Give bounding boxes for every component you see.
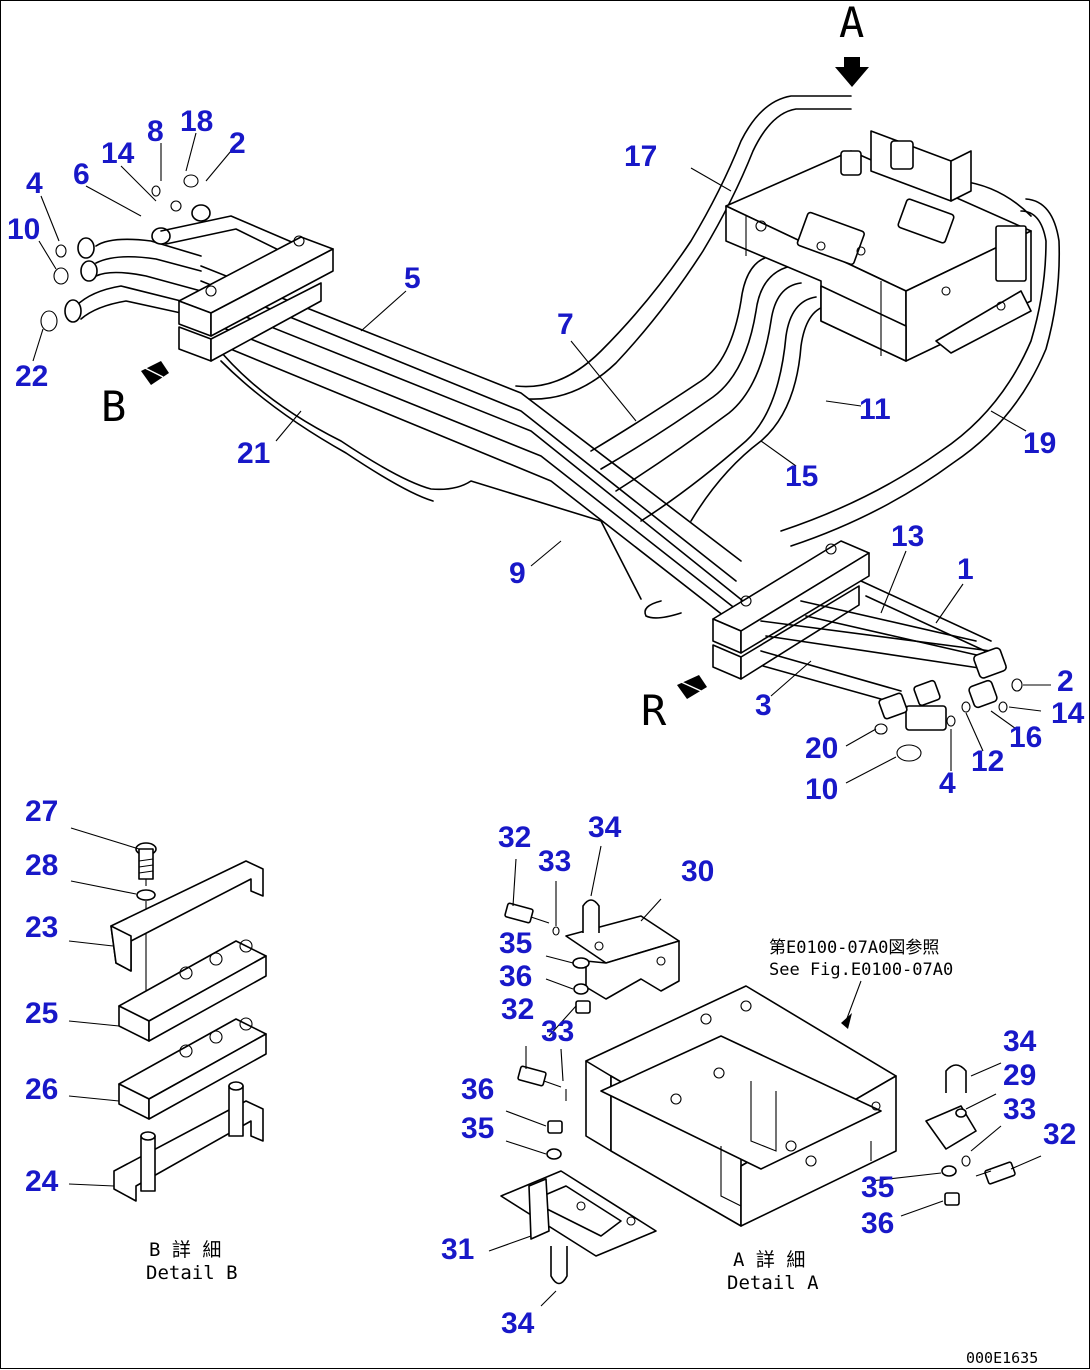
callout-4: 4 [26,167,43,200]
callout-10: 10 [7,213,40,246]
callout-33-top: 33 [538,845,571,878]
callout-leaders [32,132,1051,1307]
view-label-b: B [101,382,126,431]
callout-14-right: 14 [1051,697,1085,730]
control-valve-assembly [725,130,1032,362]
callout-32-right: 32 [1043,1118,1076,1151]
callout-22: 22 [15,360,48,393]
callout-9: 9 [509,557,526,590]
right-clamp-block [712,540,870,680]
callout-6: 6 [73,158,90,191]
callout-35-top: 35 [499,927,532,960]
callout-15: 15 [785,460,818,493]
callout-5: 5 [404,262,421,295]
callout-18: 18 [180,105,213,138]
callout-34-right: 34 [1003,1025,1037,1058]
callout-27: 27 [25,795,58,828]
callout-36-mid: 36 [461,1073,494,1106]
callout-2-right: 2 [1057,665,1074,698]
callout-13: 13 [891,520,924,553]
callout-28: 28 [25,849,58,882]
view-label-a: A [839,1,864,47]
callout-1: 1 [957,553,974,586]
callout-10-right: 10 [805,773,838,806]
callout-26: 26 [25,1073,58,1106]
callout-2: 2 [229,127,246,160]
callout-36-right: 36 [861,1207,894,1240]
callout-35-right: 35 [861,1171,894,1204]
ref-note-en: See Fig.E0100-07A0 [769,960,953,980]
detail-a-caption-jp: A 詳 細 [733,1249,805,1271]
view-label-r: R [641,686,667,735]
callout-33-right: 33 [1003,1093,1036,1126]
callout-36-top: 36 [499,960,532,993]
view-arrow-r: R [641,675,707,735]
callout-14: 14 [101,137,135,170]
callout-4-right: 4 [939,767,956,800]
callout-34-top: 34 [588,811,622,844]
callout-20: 20 [805,732,838,765]
callout-31: 31 [441,1233,474,1266]
callout-19: 19 [1023,427,1056,460]
callout-8: 8 [147,115,164,148]
callout-30: 30 [681,855,714,888]
drawing-code: 000E1635 [966,1349,1038,1367]
detail-b-caption-jp: B 詳 細 [149,1239,221,1261]
view-arrow-a: A [835,1,869,87]
detail-a-drawing: A 詳 細 Detail A 第E0100-07A0図参照 See Fig.E0… [500,899,1016,1294]
callout-11: 11 [859,393,891,426]
callout-21: 21 [237,437,270,470]
detail-b-drawing: B 詳 細 Detail B [110,842,267,1284]
callout-33-mid: 33 [541,1015,574,1048]
detail-b-caption-en: Detail B [146,1262,238,1284]
ref-note-jp: 第E0100-07A0図参照 [769,938,939,958]
detail-a-caption-en: Detail A [727,1272,819,1294]
callout-32-top: 32 [498,821,531,854]
callout-23: 23 [25,911,58,944]
callout-7: 7 [557,308,574,341]
left-clamp-block [178,235,334,362]
callout-17: 17 [624,140,657,173]
callout-32-mid: 32 [501,993,534,1026]
view-arrow-b: B [101,361,169,431]
callout-34-bottom: 34 [501,1307,535,1340]
callout-3: 3 [755,689,772,722]
callout-35-mid: 35 [461,1112,494,1145]
callout-24: 24 [25,1165,59,1198]
callout-12: 12 [971,745,1004,778]
callout-16: 16 [1009,721,1042,754]
callout-29: 29 [1003,1059,1036,1092]
callout-numbers: 17 2 18 8 14 6 4 10 22 5 7 21 9 15 11 19… [7,105,1085,1340]
callout-25: 25 [25,997,58,1030]
pipe-assembly [40,95,1061,762]
